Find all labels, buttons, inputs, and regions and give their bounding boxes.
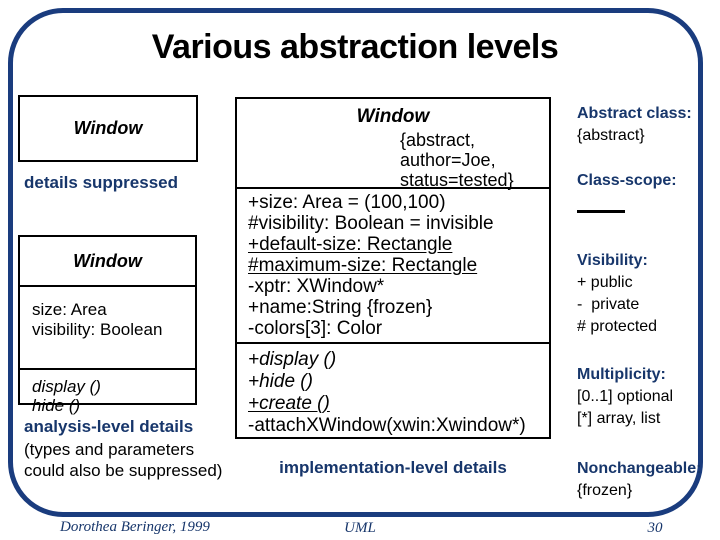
caption-implementation-level: implementation-level details: [279, 458, 507, 477]
caption-details-suppressed: details suppressed: [24, 173, 179, 192]
attribute-line: size: Area: [32, 300, 107, 319]
class-scope-underline-sample: [577, 210, 625, 213]
legend-heading: Nonchangeable:: [577, 460, 702, 477]
slide-border: [8, 8, 703, 517]
legend-heading: Class-scope:: [577, 172, 677, 189]
tag-line: author=Joe,: [400, 150, 496, 170]
legend-nonchangeable: Nonchangeable: {frozen}: [577, 458, 720, 502]
legend-line: # protected: [577, 318, 658, 335]
class-tagged-values: {abstract, author=Joe, status=tested}: [400, 130, 514, 190]
operation-line: +create (): [248, 393, 330, 414]
note-line: (types and parameters: [24, 440, 195, 459]
legend-visibility: Visibility: + public - private # protect…: [577, 250, 720, 338]
slide-title: Various abstraction levels: [151, 28, 559, 66]
attribute-line: #visibility: Boolean = invisible: [248, 213, 494, 234]
legend-line: [0..1] optional: [577, 388, 674, 405]
legend-line: [*] array, list: [577, 410, 661, 427]
operation-line: +hide (): [248, 371, 313, 392]
class-title-compartment: Window: [20, 237, 195, 287]
legend-line: + public: [577, 274, 633, 291]
class-operations-compartment: +display () +hide () +create () -attachX…: [237, 344, 549, 437]
note-line: could also be suppressed): [24, 461, 223, 480]
attribute-line: #maximum-size: Rectangle: [248, 255, 478, 276]
uml-class-analysis: Window size: Area visibility: Boolean di…: [18, 235, 197, 415]
attribute-line: -xptr: XWindow*: [248, 276, 385, 297]
class-attributes-compartment: size: Area visibility: Boolean: [20, 287, 195, 370]
uml-class-implementation: Window {abstract, author=Joe, status=tes…: [235, 97, 551, 439]
attribute-line: +size: Area = (100,100): [248, 192, 446, 213]
footer-course-label: UML: [344, 520, 376, 536]
attribute-line: -colors[3]: Color: [248, 318, 383, 339]
legend-line: - private: [577, 296, 640, 313]
legend-multiplicity: Multiplicity: [0..1] optional [*] array,…: [577, 364, 720, 430]
attribute-line: +name:String {frozen}: [248, 297, 433, 318]
operation-line: hide (): [32, 396, 81, 415]
legend-heading: Abstract class:: [577, 105, 692, 122]
class-title-compartment: Window {abstract, author=Joe, status=tes…: [237, 99, 549, 190]
tag-line: {abstract,: [400, 130, 476, 150]
footer-page-number: 30: [647, 520, 663, 536]
class-name: Window: [356, 106, 430, 127]
class-name: Window: [73, 118, 143, 138]
operation-line: +display (): [248, 349, 337, 370]
legend-line: {frozen}: [577, 482, 633, 499]
legend-heading: Visibility:: [577, 252, 648, 269]
legend-line: {abstract}: [577, 127, 645, 144]
uml-class-suppressed: Window: [18, 95, 198, 162]
caption-analysis-note: (types and parameters could also be supp…: [24, 439, 222, 481]
legend-abstract-class: Abstract class: {abstract}: [577, 103, 720, 147]
attribute-line: +default-size: Rectangle: [248, 234, 453, 255]
attribute-line: visibility: Boolean: [32, 320, 163, 339]
caption-analysis-level: analysis-level details: [24, 417, 194, 436]
legend-class-scope: Class-scope:: [577, 170, 720, 213]
class-operations-compartment: display () hide (): [20, 370, 195, 415]
tag-line: status=tested}: [400, 170, 514, 190]
operation-line: -attachXWindow(xwin:Xwindow*): [248, 415, 526, 436]
footer-author: Dorothea Beringer, 1999: [60, 519, 210, 535]
class-attributes-compartment: +size: Area = (100,100) #visibility: Boo…: [237, 189, 549, 344]
class-name: Window: [73, 250, 142, 271]
operation-line: display (): [32, 377, 101, 396]
legend-heading: Multiplicity:: [577, 366, 666, 383]
